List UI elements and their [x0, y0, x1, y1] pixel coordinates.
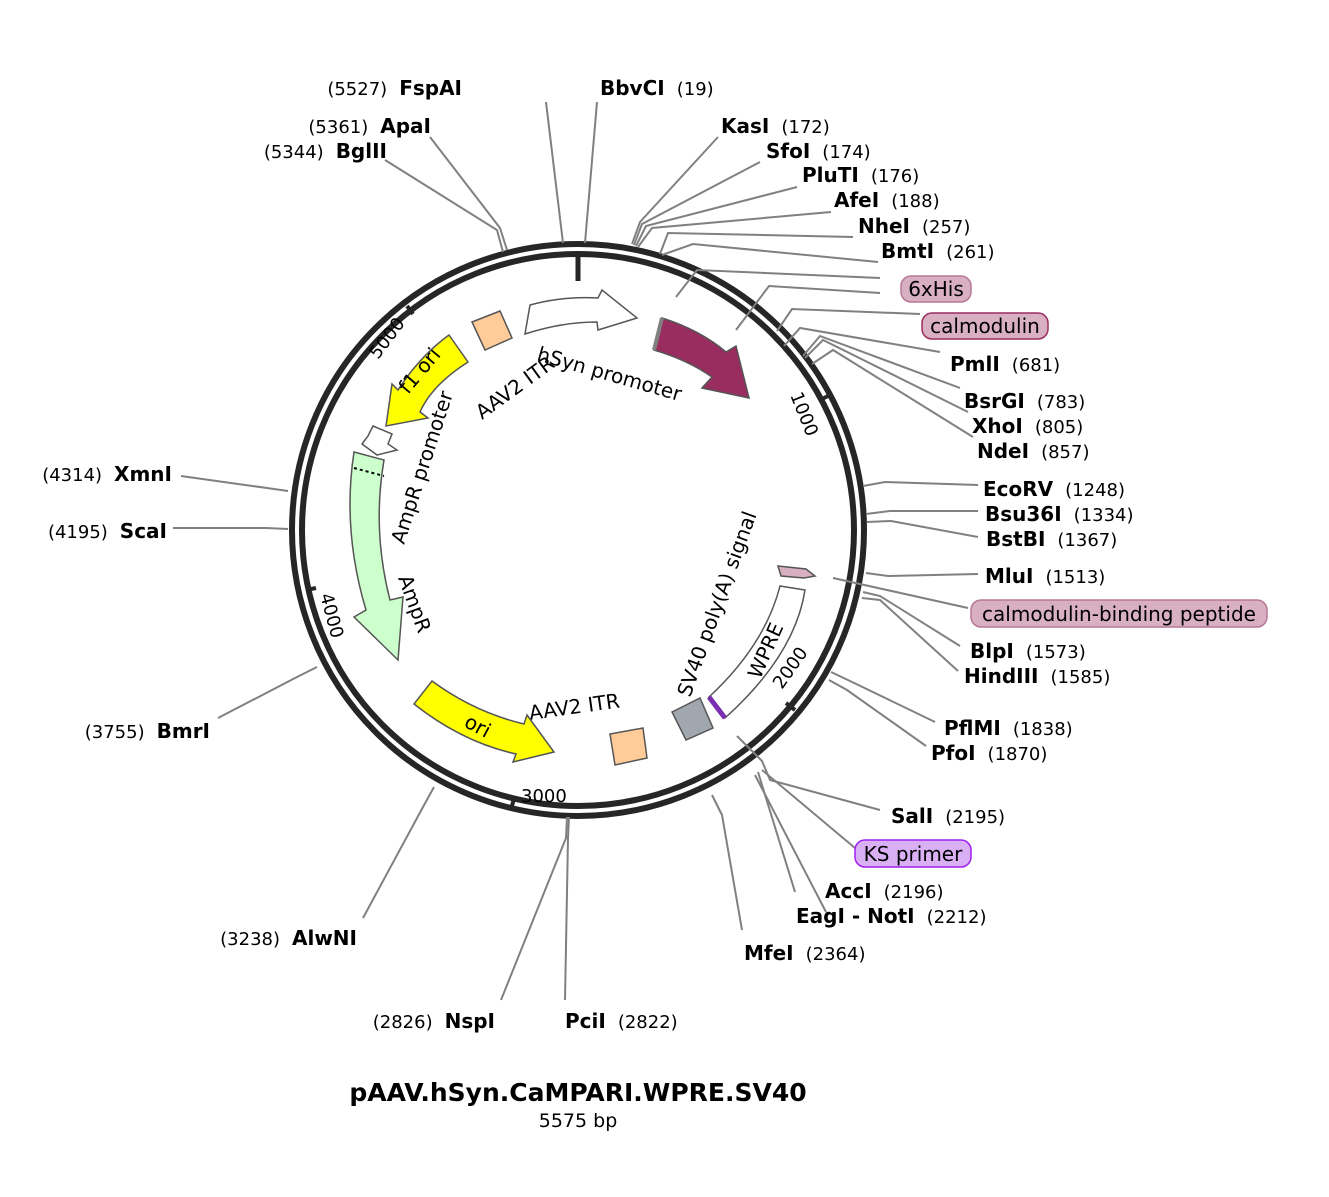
tick-1000 [819, 393, 831, 402]
site-bsrgi[interactable]: BsrGI(783) [964, 389, 1085, 413]
site-apai[interactable]: (5361)ApaI [308, 114, 431, 138]
site-fspai[interactable]: (5527)FspAI [327, 76, 462, 100]
site-alwni[interactable]: (3238)AlwNI [220, 926, 357, 950]
site-pmli[interactable]: PmlI(681) [950, 352, 1060, 376]
callout-6xhis-label: 6xHis [908, 277, 964, 301]
site-xmni[interactable]: (4314)XmnI [42, 462, 172, 486]
leader-lines [173, 101, 979, 1001]
site-mlui[interactable]: MluI(1513) [985, 564, 1105, 588]
site-bmti[interactable]: BmtI(261) [881, 239, 995, 263]
tick-5000 [405, 304, 415, 316]
tick-4000 [305, 586, 317, 592]
plasmid-title: pAAV.hSyn.CaMPARI.WPRE.SV40 [349, 1078, 806, 1107]
callout-cbp-label: calmodulin-binding peptide [982, 602, 1256, 626]
site-sfoi[interactable]: SfoI(174) [766, 139, 871, 163]
site-acci[interactable]: AccI(2196) [825, 879, 944, 903]
site-bbvci[interactable]: BbvCI(19) [600, 76, 714, 100]
tick-2000 [784, 701, 797, 712]
plasmid-length: 5575 bp [539, 1110, 618, 1132]
site-nhei[interactable]: NheI(257) [858, 214, 970, 238]
site-pflmi[interactable]: PflMI(1838) [944, 716, 1073, 740]
site-ndei[interactable]: NdeI(857) [977, 439, 1089, 463]
site-bsu36i[interactable]: Bsu36I(1334) [985, 502, 1134, 526]
site-sali[interactable]: SalI(2195) [891, 804, 1005, 828]
callout-ks-primer-label: KS primer [864, 842, 963, 866]
site-eagi-noti[interactable]: EagI - NotI(2212) [796, 904, 986, 928]
feature-ori[interactable]: ori [412, 679, 556, 764]
site-mfei[interactable]: MfeI(2364) [744, 941, 865, 965]
feature-sv40-polya[interactable] [776, 565, 817, 579]
callout-calmodulin-label: calmodulin [930, 314, 1040, 338]
site-nspi[interactable]: (2826)NspI [373, 1009, 495, 1033]
site-scai[interactable]: (4195)ScaI [48, 519, 167, 543]
site-xhoi[interactable]: XhoI(805) [972, 414, 1083, 438]
feature-campari[interactable] [652, 317, 751, 399]
feature-sv40-block[interactable] [670, 696, 714, 741]
site-bglii[interactable]: (5344)BglII [264, 139, 387, 163]
site-kasi[interactable]: KasI(172) [721, 114, 830, 138]
tick-label-3000: 3000 [521, 786, 567, 807]
aav2-itr-left-label: AAV2 ITR [471, 351, 559, 424]
callout-calmodulin[interactable]: calmodulin [921, 312, 1049, 340]
site-pfoi[interactable]: PfoI(1870) [931, 741, 1047, 765]
site-pluti[interactable]: PluTI(176) [802, 163, 919, 187]
site-hindiii[interactable]: HindIII(1585) [964, 664, 1110, 688]
callout-calmodulin-binding-peptide[interactable]: calmodulin-binding peptide [970, 599, 1268, 628]
site-ecorv[interactable]: EcoRV(1248) [983, 477, 1125, 501]
site-bmri[interactable]: (3755)BmrI [85, 719, 210, 743]
tick-3000 [509, 798, 516, 810]
site-pcii[interactable]: PciI(2822) [565, 1009, 678, 1033]
aav2-itr-right-label: AAV2 ITR [527, 688, 621, 725]
callout-6xhis[interactable]: 6xHis [900, 275, 972, 303]
restriction-site-labels: (5527)FspAI BbvCI(19) (5361)ApaI (5344)B… [42, 76, 1133, 1033]
site-blpi[interactable]: BlpI(1573) [970, 639, 1086, 663]
callout-ks-primer[interactable]: KS primer [854, 839, 972, 868]
site-afei[interactable]: AfeI(188) [834, 188, 940, 212]
tick-label-5000: 5000 [365, 314, 409, 363]
site-bstbi[interactable]: BstBI(1367) [986, 527, 1117, 551]
